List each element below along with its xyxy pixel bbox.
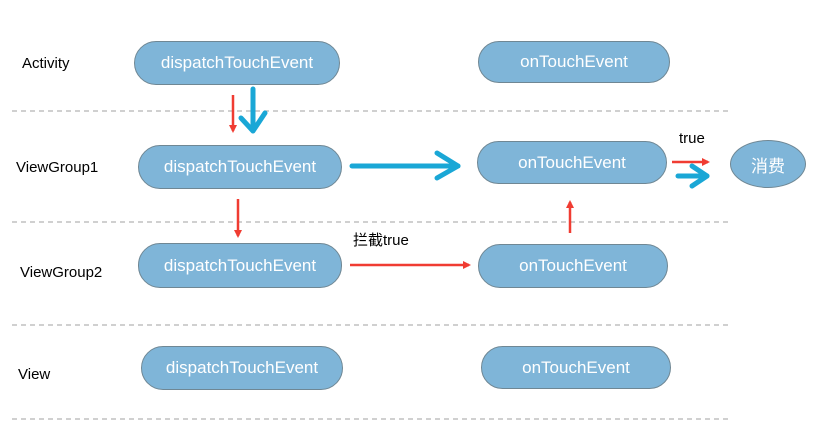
blue-arrow-activity-down <box>238 86 268 134</box>
viewgroup1-dispatch-node: dispatchTouchEvent <box>138 145 342 189</box>
blue-arrow-dispatch-to-ontouch <box>349 150 461 181</box>
consume-node: 消费 <box>730 140 806 188</box>
row-label-viewgroup2: ViewGroup2 <box>20 264 103 281</box>
viewgroup2-ontouch-node: onTouchEvent <box>478 244 668 288</box>
return-true-label: true <box>679 130 705 147</box>
activity-ontouch-node: onTouchEvent <box>478 41 670 83</box>
row-label-view: View <box>18 366 51 383</box>
view-ontouch-node: onTouchEvent <box>481 346 671 389</box>
blue-arrow-to-consume <box>675 163 710 189</box>
viewgroup1-ontouch-node: onTouchEvent <box>477 141 667 184</box>
intercept-label: 拦截true <box>353 232 409 249</box>
view-dispatch-node: dispatchTouchEvent <box>141 346 343 390</box>
row-label-viewgroup1: ViewGroup1 <box>16 159 99 176</box>
viewgroup2-dispatch-node: dispatchTouchEvent <box>138 243 342 288</box>
activity-dispatch-node: dispatchTouchEvent <box>134 41 340 85</box>
row-label-activity: Activity <box>22 55 70 72</box>
